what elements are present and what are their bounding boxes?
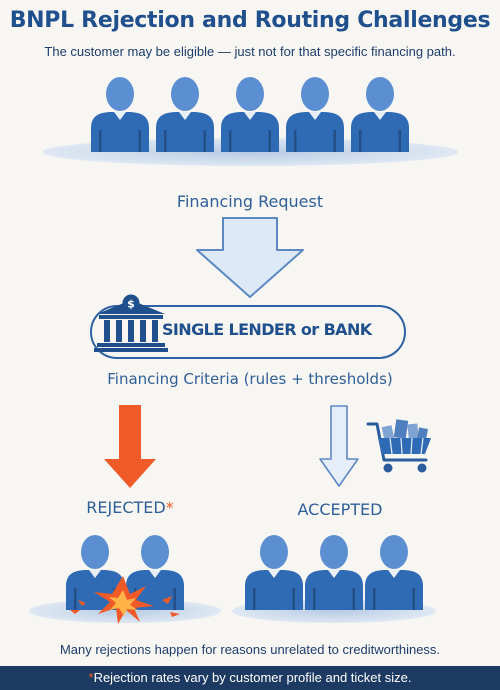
footer-bar: [0, 666, 500, 690]
person-icon: [126, 535, 184, 610]
person-icon: [245, 535, 303, 610]
top-platform: [42, 138, 458, 166]
page-subtitle: The customer may be eligible — just not …: [44, 44, 456, 59]
rejection-note: Many rejections happen for reasons unrel…: [59, 642, 441, 657]
rejected-platform: [29, 599, 221, 623]
person-icon: [351, 77, 409, 152]
person-icon: [66, 535, 124, 610]
person-icon: [91, 77, 149, 152]
financing-criteria-label: Financing Criteria (rules + thresholds): [107, 370, 393, 388]
footer-note: Rejection rates vary by customer profile…: [93, 670, 412, 685]
page-title: BNPL Rejection and Routing Challenges: [9, 8, 491, 33]
person-icon: [365, 535, 423, 610]
person-icon: [286, 77, 344, 152]
person-icon: [156, 77, 214, 152]
footer-asterisk: *: [88, 670, 94, 685]
rejected-asterisk: *: [165, 498, 174, 517]
accepted-platform: [232, 599, 436, 623]
person-icon: [221, 77, 279, 152]
explosion-icon: [70, 576, 180, 624]
financing-request-label: Financing Request: [176, 192, 324, 211]
person-icon: [305, 535, 363, 610]
rejected-label: REJECTED*: [55, 498, 205, 517]
accepted-label: ACCEPTED: [297, 500, 383, 519]
lender-label: SINGLE LENDER or BANK: [162, 320, 372, 339]
rejected-text: REJECTED: [86, 498, 166, 517]
footer-text: *Rejection rates vary by customer profil…: [0, 670, 500, 685]
